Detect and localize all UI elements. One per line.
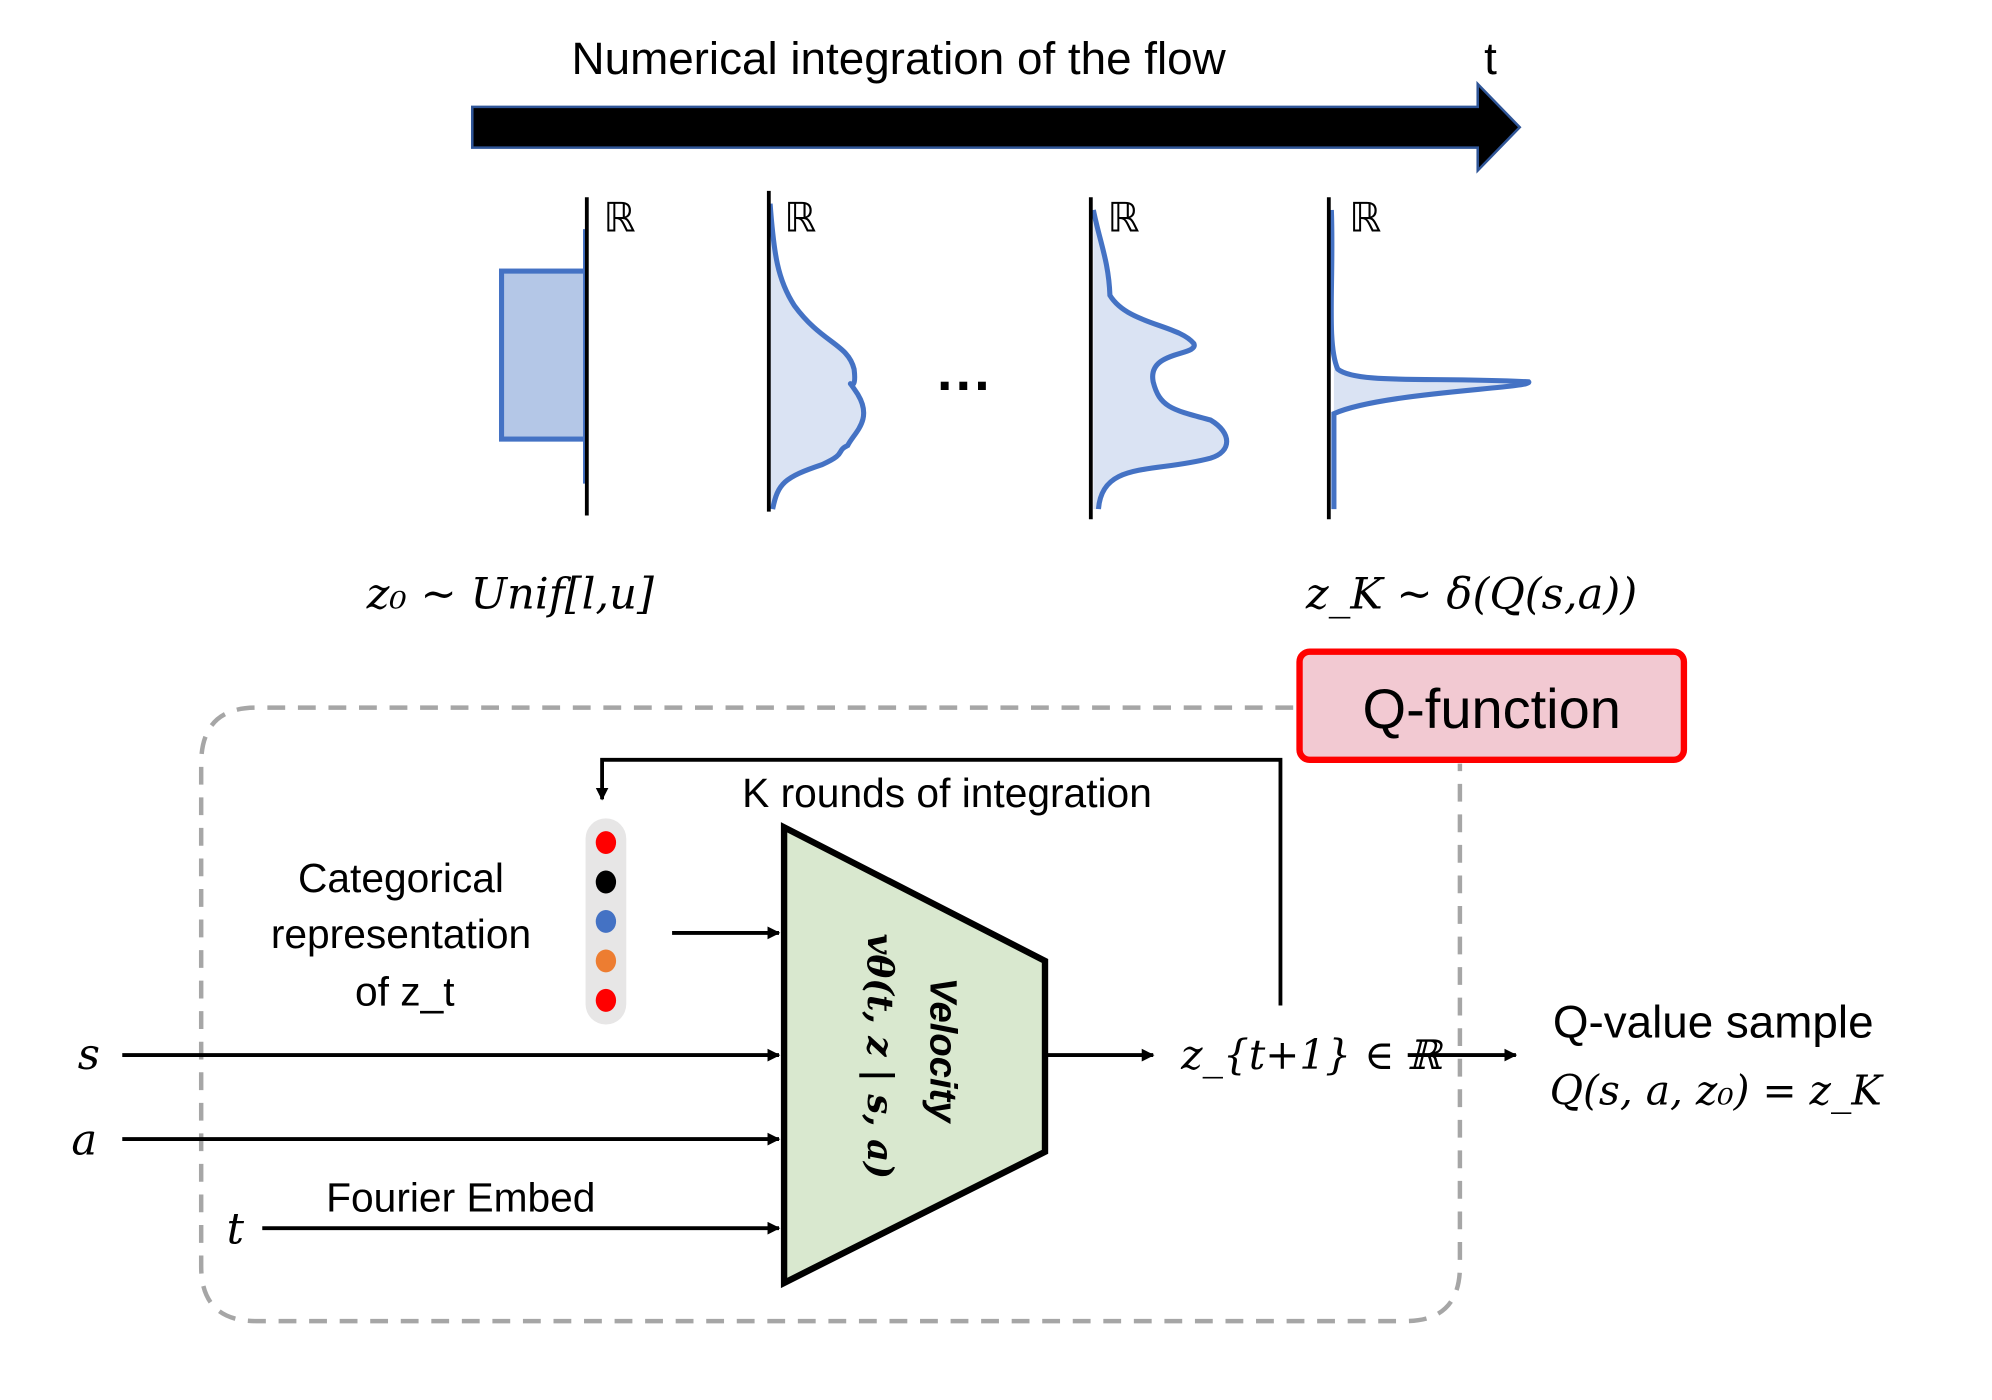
distribution-final: ℝ: [1326, 194, 1532, 520]
distribution-step-1: ℝ: [766, 190, 867, 512]
network-title: Velocity: [921, 978, 964, 1125]
distribution-step-k-1: ℝ: [1088, 194, 1230, 520]
feedback-loop-arrow: [595, 757, 1283, 1006]
axis-label-r: ℝ: [784, 194, 816, 242]
axis-label-r: ℝ: [1107, 194, 1139, 242]
category-dot: [595, 949, 617, 973]
q-function-box: [1296, 648, 1688, 763]
input-t: t: [227, 1204, 245, 1254]
q-function-label: Q-function: [1363, 677, 1621, 740]
next-state-label: z_{t+1} ∈ ℝ: [1180, 1031, 1444, 1079]
time-arrow: [470, 80, 1522, 174]
input-a: a: [71, 1115, 97, 1165]
end-distribution: z_K ~ δ(Q(s,a)): [1305, 569, 1637, 619]
ellipsis: ···: [937, 354, 993, 417]
categorical-label-line1: Categorical: [298, 855, 504, 901]
q-value-sample-formula: Q(s, a, z₀) = z_K: [1550, 1067, 1885, 1115]
distribution-uniform: ℝ: [498, 194, 636, 516]
start-distribution: z₀ ~ Unif[l,u]: [366, 569, 654, 619]
input-s: s: [78, 1030, 100, 1080]
q-function-boundary: [198, 705, 1463, 1324]
categorical-label-line2: representation: [271, 911, 531, 957]
loop-label: K rounds of integration: [742, 770, 1152, 816]
category-dot: [595, 831, 617, 854]
categorical-label-line3: of z_t: [355, 968, 455, 1014]
time-label: t: [1484, 33, 1497, 84]
velocity-network: [780, 822, 1049, 1289]
network-formula: vθ(t, z | s, a): [859, 934, 900, 1179]
category-dot: [595, 870, 617, 894]
q-value-sample-title: Q-value sample: [1553, 996, 1874, 1047]
fourier-embed-label: Fourier Embed: [326, 1175, 595, 1221]
axis-label-r: ℝ: [1349, 194, 1381, 242]
arrow-label: Numerical integration of the flow: [572, 33, 1227, 84]
category-dot: [595, 988, 617, 1012]
category-dot: [595, 910, 617, 933]
axis-label-r: ℝ: [603, 194, 635, 242]
